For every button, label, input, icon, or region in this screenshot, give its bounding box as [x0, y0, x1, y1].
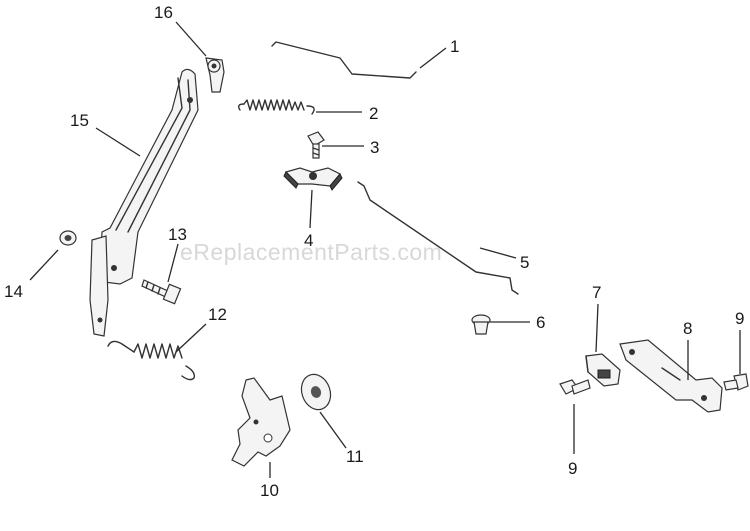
leader-7: [595, 303, 599, 353]
part-8-plate: [619, 339, 723, 413]
part-15-lever: [89, 68, 199, 337]
callout-15: 15: [70, 111, 89, 130]
watermark: eReplacementParts.com: [180, 239, 442, 265]
part-10-bracket: [231, 377, 291, 467]
callout-9-left: 9: [568, 459, 577, 478]
part-9-bolt-right: [723, 373, 749, 391]
leader-16: [175, 21, 207, 57]
callout-1: 1: [450, 37, 459, 56]
callout-8: 8: [683, 319, 692, 338]
part-12-spring: [107, 340, 196, 381]
part-9-bolt-left: [559, 379, 591, 395]
callout-2: 2: [369, 104, 378, 123]
leader-14: [29, 249, 59, 281]
part-16-clip: [205, 57, 225, 93]
callout-13: 13: [168, 225, 187, 244]
part-5-rod: [357, 181, 519, 295]
leader-5: [479, 247, 517, 259]
leader-12: [175, 323, 207, 353]
callout-14: 14: [4, 282, 23, 301]
leader-15: [95, 127, 141, 157]
callout-7: 7: [592, 283, 601, 302]
part-11-washer: [300, 373, 332, 411]
callout-6: 6: [536, 313, 545, 332]
callout-12: 12: [208, 305, 227, 324]
part-3-screw: [307, 131, 325, 159]
leader-4: [309, 189, 313, 229]
callout-3: 3: [370, 138, 379, 157]
part-13-bolt: [141, 279, 182, 305]
part-7-clip: [585, 353, 621, 387]
part-2-spring: [237, 99, 315, 115]
part-4-bracket: [283, 167, 343, 191]
callout-10: 10: [260, 481, 279, 500]
leader-1: [419, 47, 447, 69]
part-1-rod: [271, 41, 417, 79]
leader-13: [167, 243, 179, 283]
part-14-nut: [59, 230, 77, 246]
callout-9-right: 9: [735, 309, 744, 328]
part-6-fastener: [471, 314, 491, 335]
callout-5: 5: [520, 253, 529, 272]
callout-16: 16: [154, 3, 173, 22]
callout-11: 11: [346, 447, 364, 466]
callout-4: 4: [304, 231, 313, 250]
leader-11: [319, 411, 347, 449]
